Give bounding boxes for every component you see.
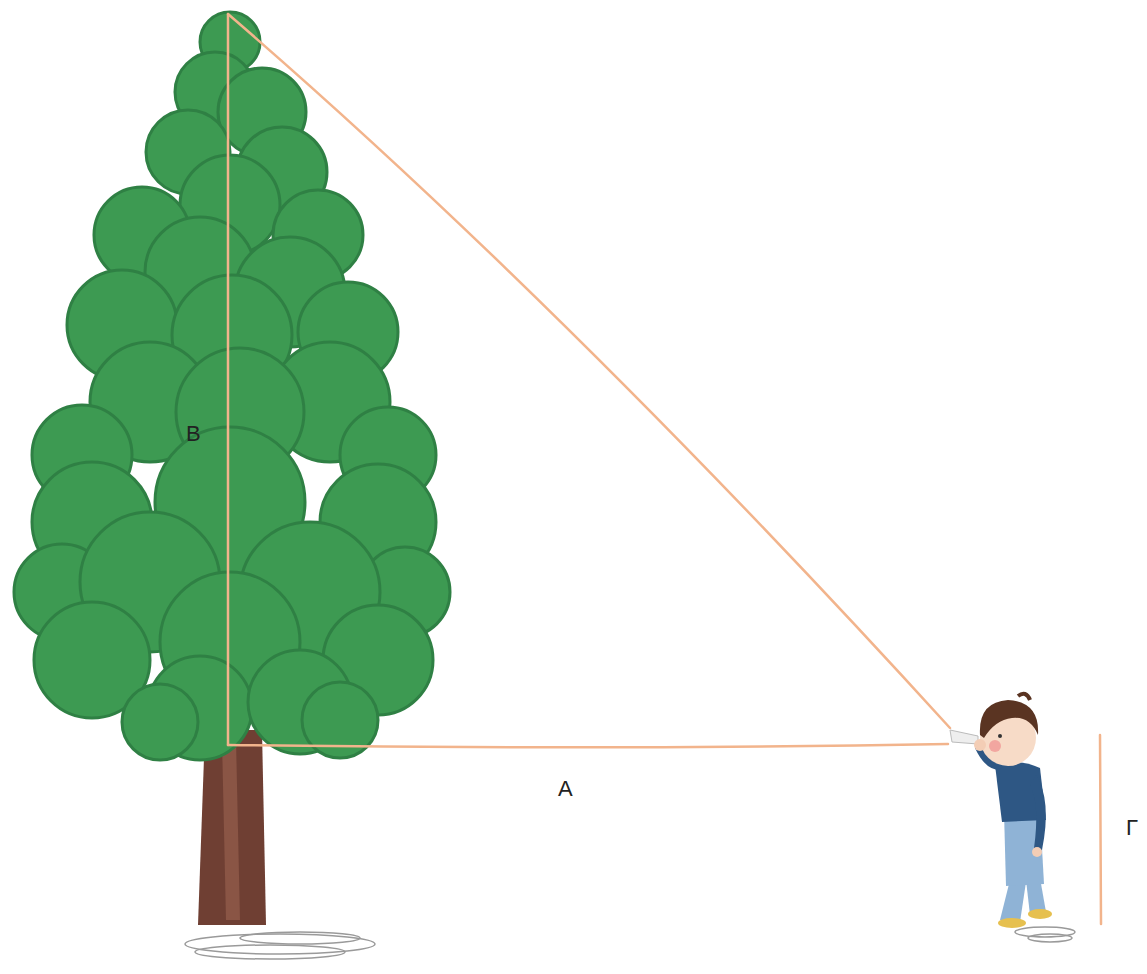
part-label: Γ <box>1126 815 1138 841</box>
boy-figure <box>950 694 1052 928</box>
tree-trunk <box>222 740 240 920</box>
sight-tube <box>950 730 978 744</box>
boy-cheek <box>989 740 1001 752</box>
part-label: Β <box>186 421 201 447</box>
boy-hand <box>974 739 986 751</box>
boy-hand <box>1032 847 1042 857</box>
ground-shadow <box>185 927 1075 959</box>
boy-arm <box>1030 775 1046 850</box>
ground-shadow <box>240 932 360 944</box>
boy-shoe <box>1028 909 1052 919</box>
eye-height-line <box>1100 735 1101 924</box>
boy-eye <box>998 734 1002 738</box>
sight-line <box>228 14 950 728</box>
boy-hair <box>980 700 1038 738</box>
ground-shadow <box>195 945 345 959</box>
ground-shadow <box>1028 934 1072 942</box>
tree-foliage <box>14 12 450 760</box>
height-line <box>227 14 230 745</box>
part-label: Α <box>558 776 573 802</box>
foliage <box>122 684 198 760</box>
boy-hair <box>1018 694 1030 700</box>
distance-line <box>228 744 948 747</box>
boy-shoe <box>998 918 1026 928</box>
measure-lines <box>228 14 1101 924</box>
boy-leg <box>1000 880 1026 922</box>
